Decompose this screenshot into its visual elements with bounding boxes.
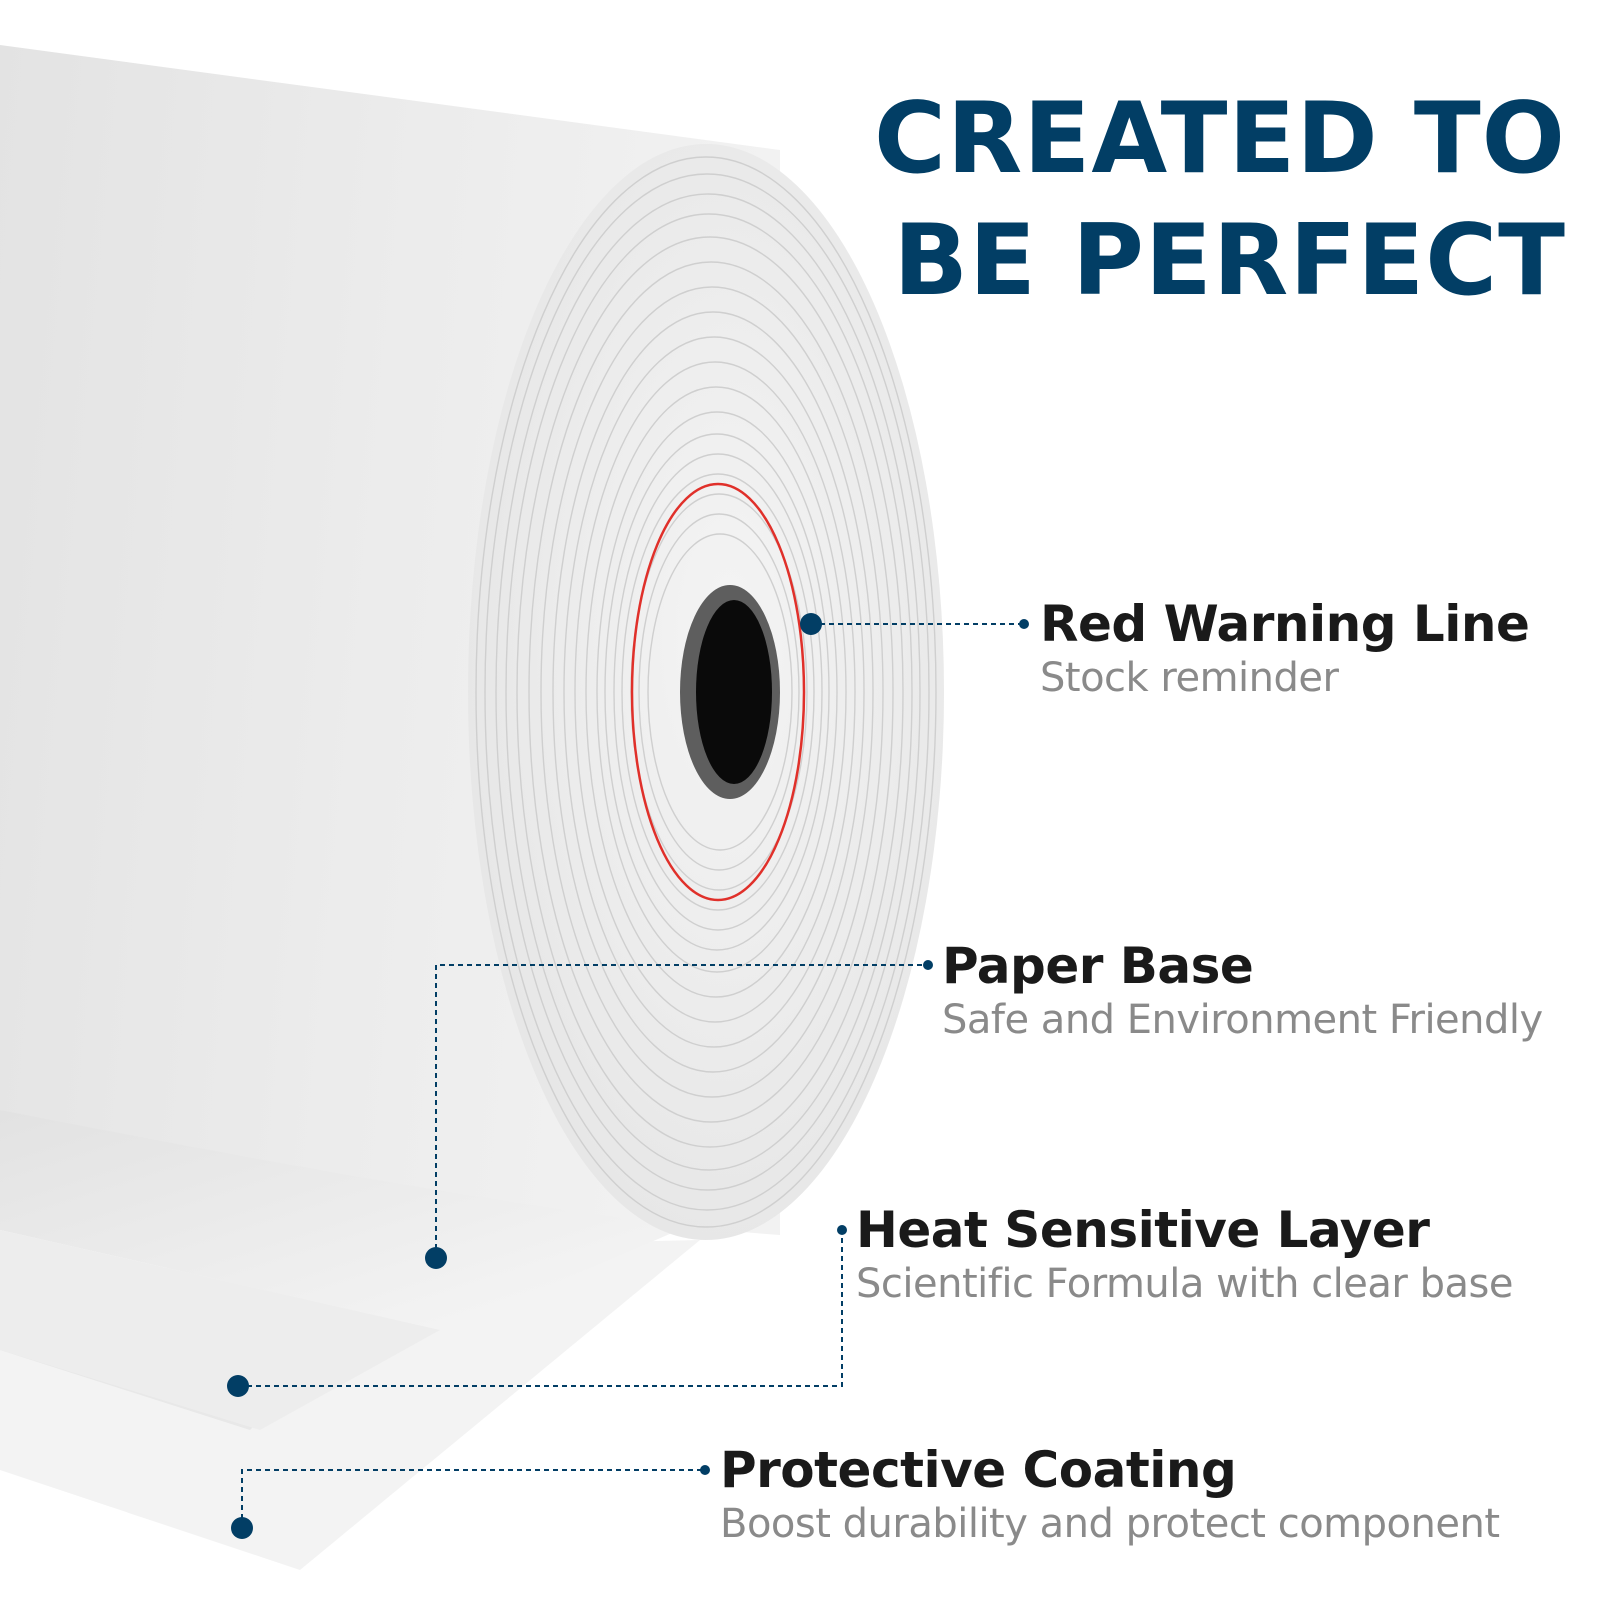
marker-dot: [1019, 619, 1029, 629]
marker-dot: [227, 1375, 249, 1397]
callout-heat-sensitive-layer: Heat Sensitive Layer Scientific Formula …: [856, 1202, 1513, 1310]
headline-line-1: CREATED TO: [874, 82, 1566, 196]
headline-line-2: BE PERFECT: [893, 204, 1566, 318]
callout-red-warning-line: Red Warning Line Stock reminder: [1040, 595, 1530, 704]
marker-dot: [231, 1517, 253, 1539]
callout-subtitle: Boost durability and protect component: [720, 1501, 1500, 1547]
callout-subtitle: Safe and Environment Friendly: [942, 997, 1543, 1043]
leader-heat-sensitive-layer: [238, 1230, 843, 1387]
callout-title: Protective Coating: [720, 1441, 1237, 1499]
leader-protective-coating: [241, 1469, 705, 1528]
callout-leaders: [238, 623, 1024, 1528]
callout-subtitle: Stock reminder: [1040, 655, 1339, 701]
marker-dot: [425, 1247, 447, 1269]
callout-title: Paper Base: [942, 937, 1254, 995]
marker-dot: [923, 960, 933, 970]
marker-dot: [837, 1225, 847, 1235]
callout-title: Red Warning Line: [1040, 595, 1530, 653]
headline: CREATED TO BE PERFECT: [874, 78, 1566, 322]
leader-paper-base: [435, 964, 928, 1258]
callout-protective-coating: Protective Coating Boost durability and …: [720, 1442, 1500, 1550]
callout-title: Heat Sensitive Layer: [856, 1201, 1430, 1259]
marker-dot: [700, 1465, 710, 1475]
callout-markers: [227, 613, 1029, 1539]
callout-subtitle: Scientific Formula with clear base: [856, 1261, 1513, 1307]
roll-end-face: [468, 144, 944, 1240]
callout-paper-base: Paper Base Safe and Environment Friendly: [942, 938, 1543, 1046]
marker-dot: [800, 613, 822, 635]
red-warning-line: [630, 482, 806, 902]
